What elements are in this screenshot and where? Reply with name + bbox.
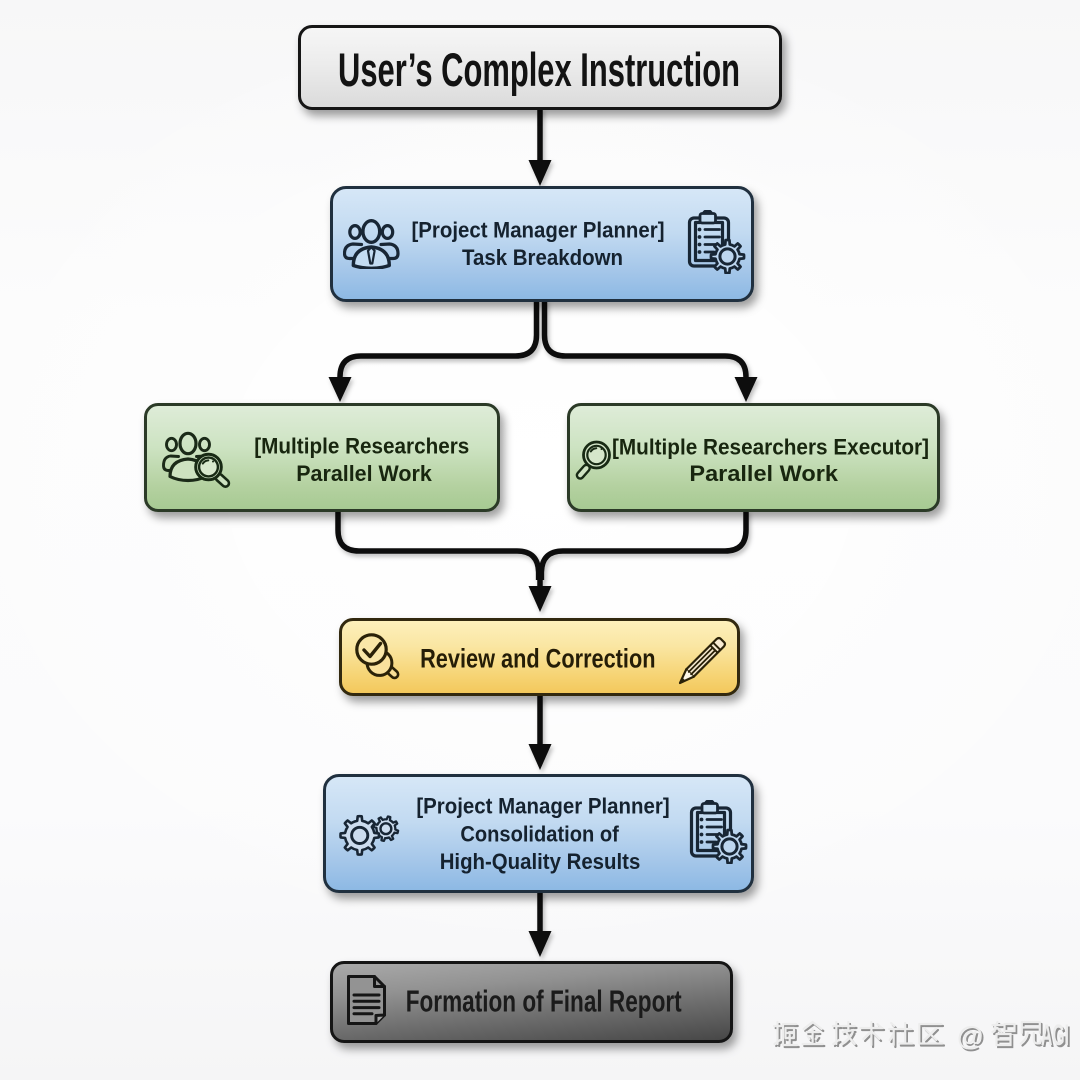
svg-text:@: @ <box>957 1021 983 1051</box>
svg-text:[Project Manager Planner]: [Project Manager Planner] <box>416 794 669 819</box>
svg-text:AGI: AGI <box>1043 1021 1071 1054</box>
svg-text:Parallel Work: Parallel Work <box>689 461 838 486</box>
svg-text:Task Breakdown: Task Breakdown <box>462 245 623 270</box>
svg-text:AGI: AGI <box>1041 1019 1069 1052</box>
svg-text:Formation of Final Report: Formation of Final Report <box>406 985 682 1019</box>
svg-text:[Multiple Researchers Executor: [Multiple Researchers Executor] <box>612 435 929 460</box>
svg-text:@: @ <box>959 1023 985 1053</box>
svg-text:Parallel Work: Parallel Work <box>296 461 432 486</box>
svg-text:[Multiple Researchers: [Multiple Researchers <box>254 433 469 458</box>
svg-text:Consolidation of: Consolidation of <box>460 822 619 847</box>
svg-text:User’s Complex Instruction: User’s Complex Instruction <box>338 43 740 96</box>
svg-text:[Project Manager Planner]: [Project Manager Planner] <box>412 218 665 243</box>
svg-text:Review and Correction: Review and Correction <box>420 644 655 674</box>
svg-text:High-Quality Results: High-Quality Results <box>440 849 641 874</box>
